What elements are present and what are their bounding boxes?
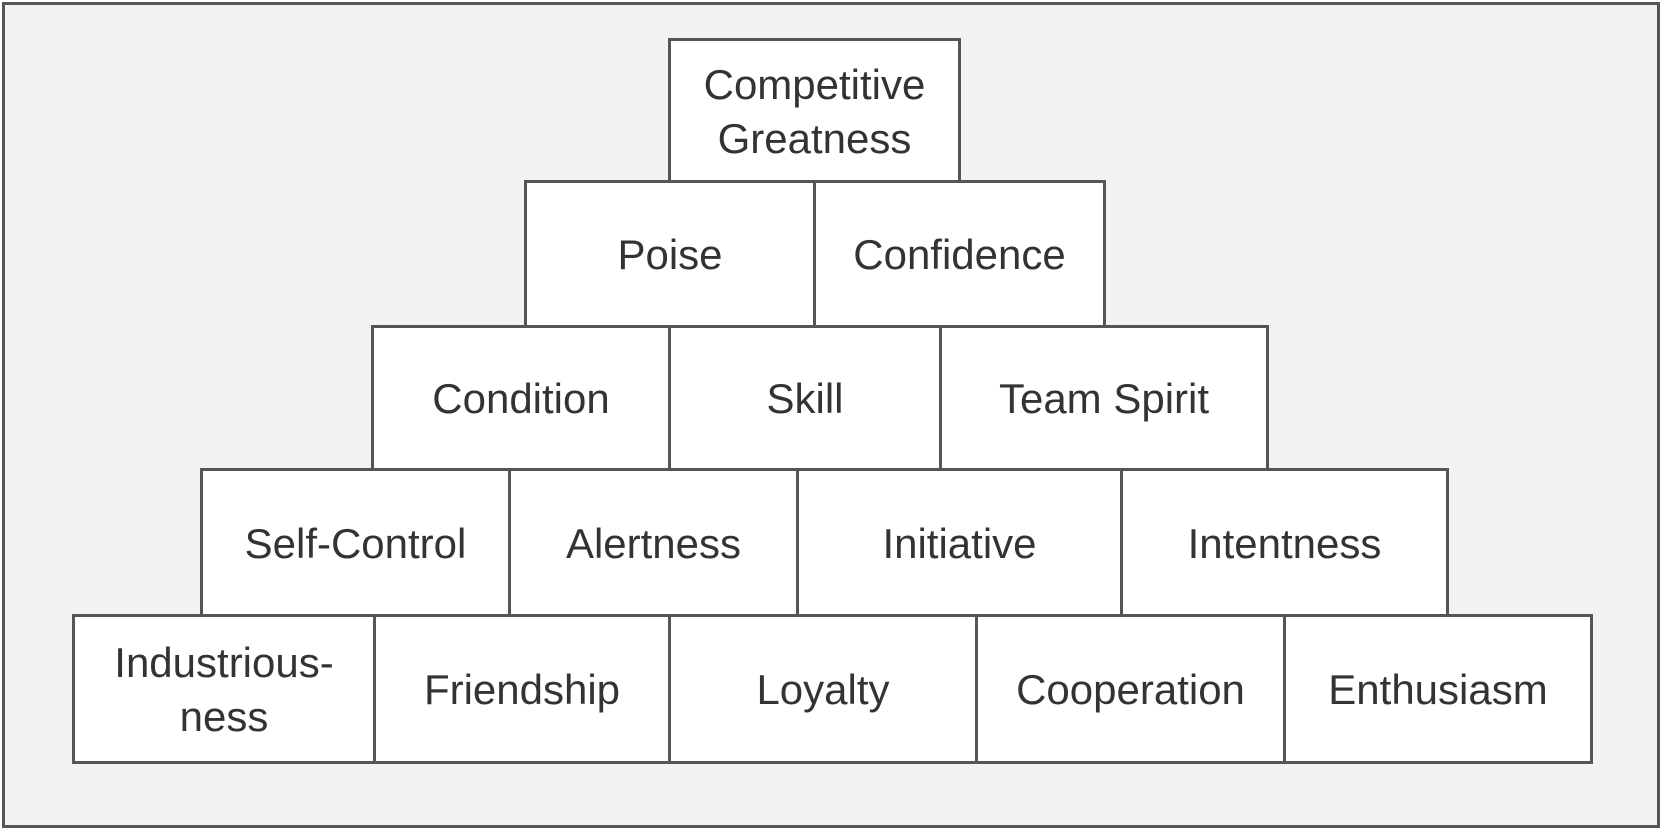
block-loyalty: Loyalty [668,614,978,764]
block-label: Cooperation [1016,666,1245,713]
block-label: Initiative [882,519,1037,567]
block-label: Condition [432,375,610,422]
block-label: Skill [766,375,844,422]
block-skill: Skill [668,325,942,471]
block-label: Loyalty [756,666,890,713]
block-enthusiasm: Enthusiasm [1283,614,1593,764]
block-self-control: Self-Control [200,468,511,617]
block-industriousness: Industrious- ness [72,614,376,764]
block-condition: Condition [371,325,671,471]
block-poise: Poise [524,180,816,328]
block-label: Self-Control [244,519,467,567]
block-label: Confidence [853,231,1066,278]
block-label: Alertness [565,519,742,567]
block-team-spirit: Team Spirit [939,325,1269,471]
block-label: Competitive Greatness [703,60,926,162]
block-label: Industrious- ness [114,639,334,740]
block-cooperation: Cooperation [975,614,1286,764]
block-label: Poise [617,231,723,278]
block-label: Team Spirit [998,375,1210,422]
block-competitive-greatness: Competitive Greatness [668,38,961,183]
block-label: Friendship [423,666,621,713]
block-label: Enthusiasm [1328,666,1548,713]
block-friendship: Friendship [373,614,671,764]
block-intentness: Intentness [1120,468,1449,617]
block-confidence: Confidence [813,180,1106,328]
block-initiative: Initiative [796,468,1123,617]
block-alertness: Alertness [508,468,799,617]
block-label: Intentness [1187,519,1382,567]
